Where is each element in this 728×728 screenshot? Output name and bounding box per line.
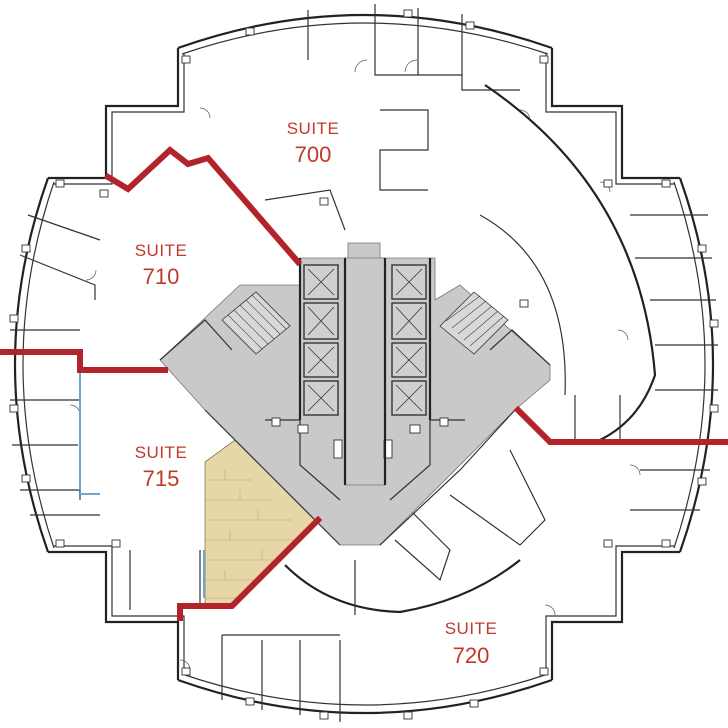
column-icon (55, 179, 65, 188)
door-swing-icon (629, 464, 641, 476)
door-swing-icon (404, 59, 418, 73)
door-swing-icon (354, 59, 368, 73)
suite-700-label: SUITE 700 (287, 119, 340, 167)
column-icon (245, 697, 255, 706)
column-icon (319, 197, 329, 206)
stair-right (439, 291, 509, 355)
column-icon (539, 55, 549, 64)
column-icon (245, 27, 255, 36)
column-icon (697, 477, 707, 486)
stair-icon (221, 291, 291, 355)
perimeter-offices (10, 4, 718, 722)
column-icon (709, 404, 719, 413)
column-icon (403, 711, 413, 720)
door-swing-icon (199, 107, 211, 119)
stair-icon (439, 291, 509, 355)
boundary-710-715 (0, 349, 168, 373)
suite-710-number: 710 (143, 264, 180, 289)
column-icon (55, 539, 65, 548)
column-icon (111, 539, 121, 548)
door-swing-icon (85, 269, 97, 281)
door-swing-icon (544, 604, 556, 616)
restroom-fixture-icon (333, 439, 343, 459)
restrooms (265, 417, 465, 501)
boundary-715-720 (177, 515, 323, 621)
building-envelope (13, 13, 715, 715)
column-icon (465, 21, 475, 30)
suite-715-label: SUITE 715 (135, 443, 188, 491)
suite-700-word: SUITE (287, 119, 340, 138)
suite-boundaries (0, 146, 728, 621)
suite-720-label: SUITE 720 (445, 619, 498, 668)
column-icon (519, 299, 529, 308)
restroom-fixture-icon (297, 424, 309, 434)
column-icon (21, 244, 31, 253)
suite-720-number: 720 (453, 643, 490, 668)
suite-715-word: SUITE (135, 443, 188, 462)
suite-710-label: SUITE 710 (135, 241, 188, 289)
column-icon (603, 179, 613, 188)
door-swing-icon (519, 109, 531, 121)
column-icon (181, 55, 191, 64)
column-icon (21, 474, 31, 483)
column-icon (319, 711, 329, 720)
elevator-bank-right (391, 264, 427, 416)
column-icon (661, 179, 671, 188)
column-icon (99, 189, 109, 198)
column-icon (709, 319, 719, 328)
glass-partitions (79, 372, 205, 598)
column-icon (661, 539, 671, 548)
column-icon (9, 314, 19, 323)
columns (9, 9, 719, 720)
boundary-700-710 (103, 146, 303, 267)
suite-715-number: 715 (143, 466, 180, 491)
suite-720-word: SUITE (445, 619, 498, 638)
suite-710-word: SUITE (135, 241, 188, 260)
column-icon (469, 699, 479, 708)
restroom-fixture-icon (409, 424, 421, 434)
building-core (159, 242, 551, 546)
door-swing-icon (617, 329, 629, 341)
restroom-fixture-icon (271, 417, 281, 427)
column-icon (539, 667, 549, 676)
stair-left (221, 291, 291, 355)
column-icon (697, 244, 707, 253)
column-icon (9, 404, 19, 413)
elevator-bank-left (303, 264, 339, 416)
restroom-fixture-icon (439, 417, 449, 427)
column-icon (181, 667, 191, 676)
door-swing-icon (69, 404, 81, 416)
boundary-700-720 (513, 405, 728, 445)
column-icon (403, 9, 413, 18)
suite-700-number: 700 (295, 142, 332, 167)
column-icon (603, 539, 613, 548)
